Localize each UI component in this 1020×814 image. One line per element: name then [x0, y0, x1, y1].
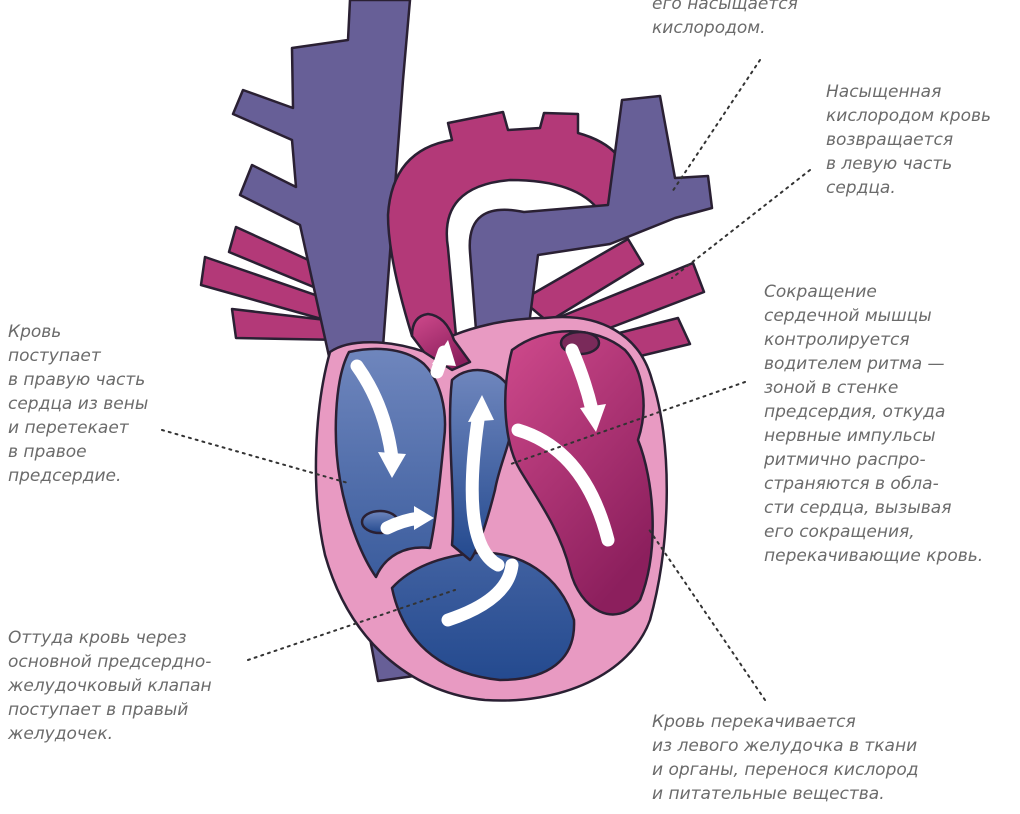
caption-pacemaker: Сокращение сердечной мышцы контролируетс…: [764, 280, 1014, 568]
caption-oxygenation: его насыщается кислородом.: [652, 0, 872, 40]
caption-return-left-heart: Насыщенная кислородом кровь возвращается…: [826, 80, 1016, 200]
caption-inflow-right-atrium: Кровь поступает в правую часть сердца из…: [8, 320, 158, 488]
caption-left-ventricle-pump: Кровь перекачивается из левого желудочка…: [652, 710, 952, 806]
caption-atrioventricular-valve: Оттуда кровь через основной предсердно- …: [8, 626, 248, 746]
